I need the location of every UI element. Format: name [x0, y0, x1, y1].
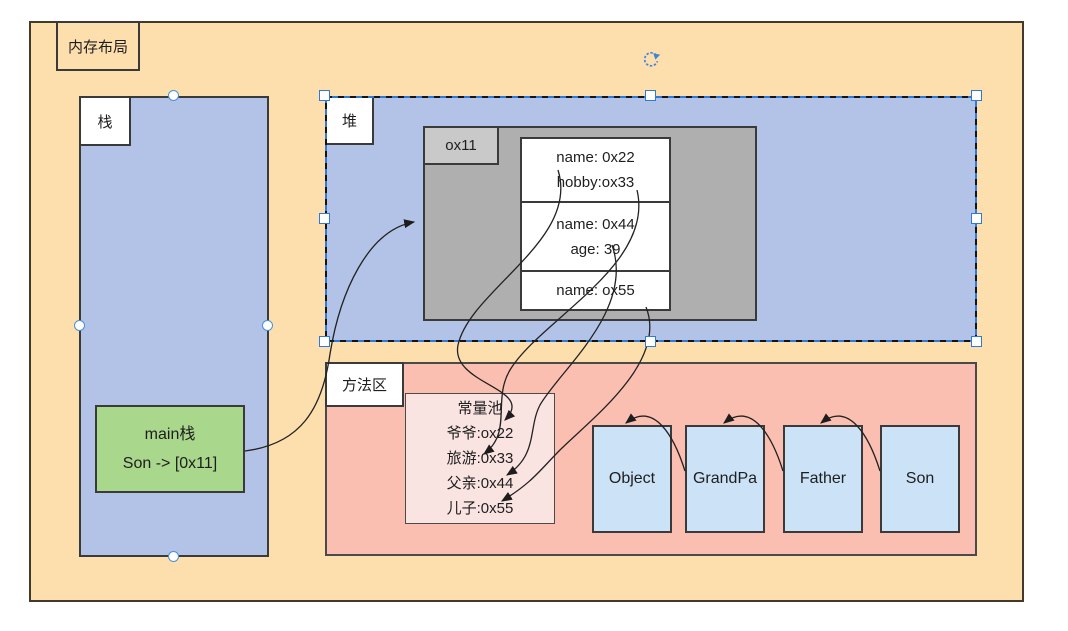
class-box-father-text: Father	[799, 470, 847, 487]
constant-pool-title: 常量池	[457, 400, 503, 417]
stack-label[interactable]: 栈	[79, 96, 131, 146]
field-name-ox55: name: ox55	[556, 282, 635, 300]
class-box-object-text: Object	[608, 470, 656, 487]
field-name-0x22: name: 0x22	[556, 149, 635, 167]
class-box-grandpa[interactable]: GrandPa	[685, 425, 765, 533]
constant-pool-entry-son: 儿子:0x55	[446, 500, 514, 517]
memory-layout-label[interactable]: 内存布局	[56, 21, 140, 71]
field-hobby-ox33: hobby:ox33	[556, 174, 635, 192]
method-area-label[interactable]: 方法区	[325, 362, 404, 407]
memory-layout-label-text: 内存布局	[67, 38, 128, 56]
stack-label-text: 栈	[97, 113, 113, 131]
selection-handle-s[interactable]	[645, 336, 656, 347]
class-box-grandpa-text: GrandPa	[692, 470, 758, 487]
class-box-son[interactable]: Son	[880, 425, 960, 533]
connection-handle-stack-left[interactable]	[74, 320, 85, 331]
heap-object-address-label[interactable]: ox11	[423, 126, 499, 165]
heap-object-cell-2[interactable]: name: 0x44 age: 39	[522, 203, 669, 273]
constant-pool-entry-travel: 旅游:0x33	[446, 450, 514, 467]
heap-object-cell-1[interactable]: name: 0x22 hobby:ox33	[522, 139, 669, 204]
main-stack-frame-title: main栈	[144, 426, 196, 443]
connection-handle-stack-right[interactable]	[262, 320, 273, 331]
constant-pool-entry-grandpa: 爷爷:ox22	[446, 425, 514, 442]
selection-handle-sw[interactable]	[319, 336, 330, 347]
heap-object-fields-table[interactable]: name: 0x22 hobby:ox33 name: 0x44 age: 39…	[520, 137, 671, 311]
selection-handle-w[interactable]	[319, 213, 330, 224]
connection-handle-stack-top[interactable]	[168, 90, 179, 101]
constant-pool-shape[interactable]: 常量池 爷爷:ox22 旅游:0x33 父亲:0x44 儿子:0x55	[405, 393, 555, 524]
heap-object-cell-3[interactable]: name: ox55	[522, 272, 669, 309]
selection-handle-ne[interactable]	[971, 90, 982, 101]
main-stack-frame-shape[interactable]: main栈 Son -> [0x11]	[95, 405, 245, 493]
field-age-39: age: 39	[570, 240, 621, 258]
heap-label-text: 堆	[341, 113, 357, 130]
heap-object-address-text: ox11	[445, 137, 477, 154]
main-stack-frame-ref: Son -> [0x11]	[122, 455, 218, 472]
field-name-0x44: name: 0x44	[556, 215, 635, 233]
constant-pool-entry-father: 父亲:0x44	[446, 475, 514, 492]
selection-handle-se[interactable]	[971, 336, 982, 347]
class-box-object[interactable]: Object	[592, 425, 672, 533]
heap-label[interactable]: 堆	[325, 96, 374, 145]
selection-handle-e[interactable]	[971, 213, 982, 224]
method-area-label-text: 方法区	[341, 377, 387, 394]
class-box-father[interactable]: Father	[783, 425, 863, 533]
selection-handle-nw[interactable]	[319, 90, 330, 101]
class-box-son-text: Son	[905, 470, 935, 487]
selection-handle-n[interactable]	[645, 90, 656, 101]
connection-handle-stack-bottom[interactable]	[168, 551, 179, 562]
